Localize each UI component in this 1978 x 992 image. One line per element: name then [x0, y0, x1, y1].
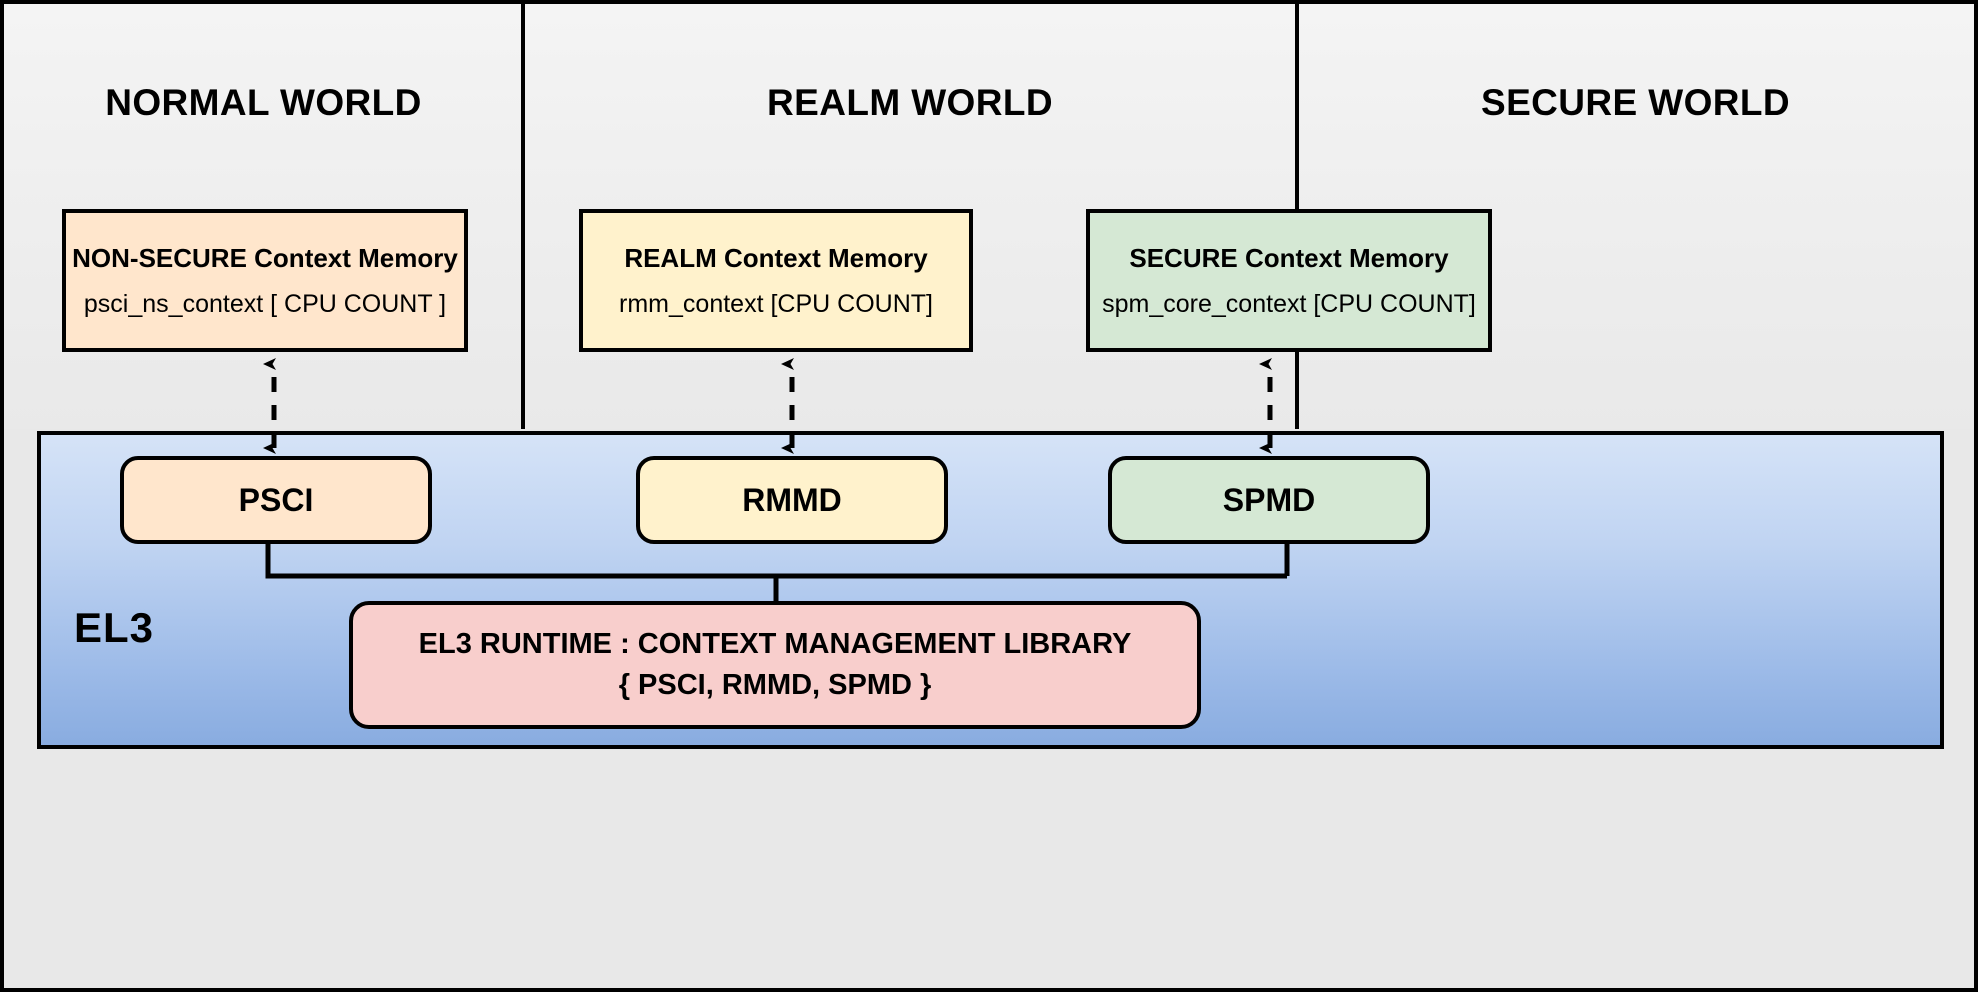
world-title-normal: NORMAL WORLD — [105, 82, 422, 123]
dispatcher-box-psci[interactable]: PSCI — [120, 456, 432, 544]
context-memory-subtitle-secure: spm_core_context [CPU COUNT] — [1102, 289, 1476, 318]
dispatcher-box-spmd[interactable]: SPMD — [1108, 456, 1430, 544]
world-title-secure: SECURE WORLD — [1480, 82, 1791, 123]
context-memory-subtitle-realm: rmm_context [CPU COUNT] — [619, 289, 933, 318]
el3-runtime-title-line1: EL3 RUNTIME : CONTEXT MANAGEMENT LIBRARY — [418, 627, 1132, 660]
el3-label: EL3 — [74, 604, 155, 651]
context-memory-title-secure: SECURE Context Memory — [1129, 242, 1449, 273]
context-memory-subtitle-non-secure: psci_ns_context [ CPU COUNT ] — [83, 289, 447, 318]
el3-runtime-title-line2: { PSCI, RMMD, SPMD } — [618, 669, 932, 701]
world-divider-normal-realm — [521, 4, 525, 429]
dispatcher-label-spmd: SPMD — [1222, 481, 1316, 518]
context-memory-box-realm[interactable]: REALM Context Memory rmm_context [CPU CO… — [579, 209, 973, 352]
context-memory-title-realm: REALM Context Memory — [624, 242, 928, 273]
dispatcher-box-rmmd[interactable]: RMMD — [636, 456, 948, 544]
dispatcher-label-psci: PSCI — [238, 481, 314, 518]
world-title-realm: REALM WORLD — [767, 82, 1053, 123]
dispatcher-label-rmmd: RMMD — [742, 481, 842, 518]
el3-runtime-context-management-box[interactable]: EL3 RUNTIME : CONTEXT MANAGEMENT LIBRARY… — [349, 601, 1201, 729]
context-memory-box-secure[interactable]: SECURE Context Memory spm_core_context [… — [1086, 209, 1492, 352]
context-memory-box-non-secure[interactable]: NON-SECURE Context Memory psci_ns_contex… — [62, 209, 468, 352]
context-memory-title-non-secure: NON-SECURE Context Memory — [72, 242, 458, 273]
